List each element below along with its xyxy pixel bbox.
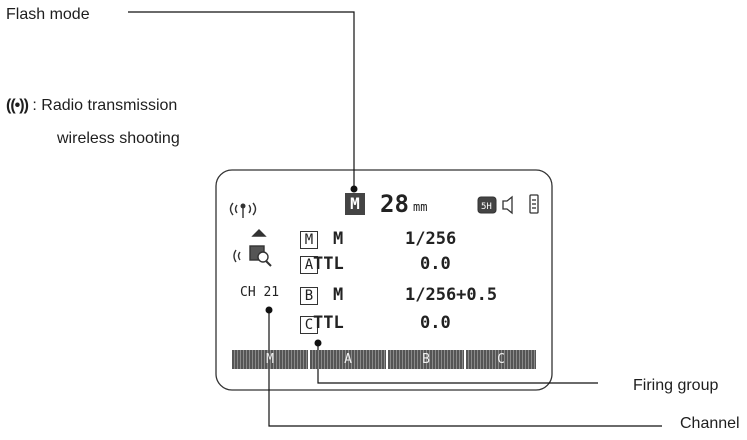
sound-icon <box>502 195 513 215</box>
flash-mode-label: Flash mode <box>6 6 90 23</box>
tab-m: M <box>232 350 308 369</box>
radio-icon: ((•)) <box>6 97 29 114</box>
wireless-master-icon <box>233 229 272 267</box>
row-c-mode: TTL <box>313 313 344 333</box>
radio-transmission-text: : Radio transmission <box>32 97 178 114</box>
tab-b: B <box>388 350 464 369</box>
lcd-radio-icon <box>229 202 257 218</box>
row-m-value: 1/256 <box>405 229 457 249</box>
row-m-mode: M <box>333 229 344 249</box>
row-b-value: 1/256+0.5 <box>405 285 498 305</box>
sync-icon <box>477 196 497 214</box>
group-box-c: C <box>300 316 318 334</box>
svg-text:5H: 5H <box>481 202 492 212</box>
group-box-a: A <box>300 256 318 274</box>
lcd-frame <box>215 169 553 391</box>
row-a-value: 0.0 <box>420 254 451 274</box>
channel-label: Channel <box>680 415 740 432</box>
radio-transmission-label: ((•)) : Radio transmission <box>6 97 177 115</box>
group-box-m: M <box>300 231 318 249</box>
tab-a: A <box>310 350 386 369</box>
flash-mode-badge: M <box>345 193 365 215</box>
flash-mode-leader <box>128 11 355 187</box>
zoom-unit: mm <box>413 200 428 214</box>
wireless-shooting-label: wireless shooting <box>57 130 180 147</box>
group-box-b: B <box>300 287 318 305</box>
zoom-value: 28 <box>380 190 409 218</box>
tab-c: C <box>466 350 536 369</box>
row-b-mode: M <box>333 285 344 305</box>
battery-icon <box>529 194 539 214</box>
channel-indicator: CH 21 <box>240 285 280 300</box>
row-c-value: 0.0 <box>420 313 451 333</box>
row-a-mode: TTL <box>313 254 344 274</box>
firing-group-label: Firing group <box>633 377 719 394</box>
